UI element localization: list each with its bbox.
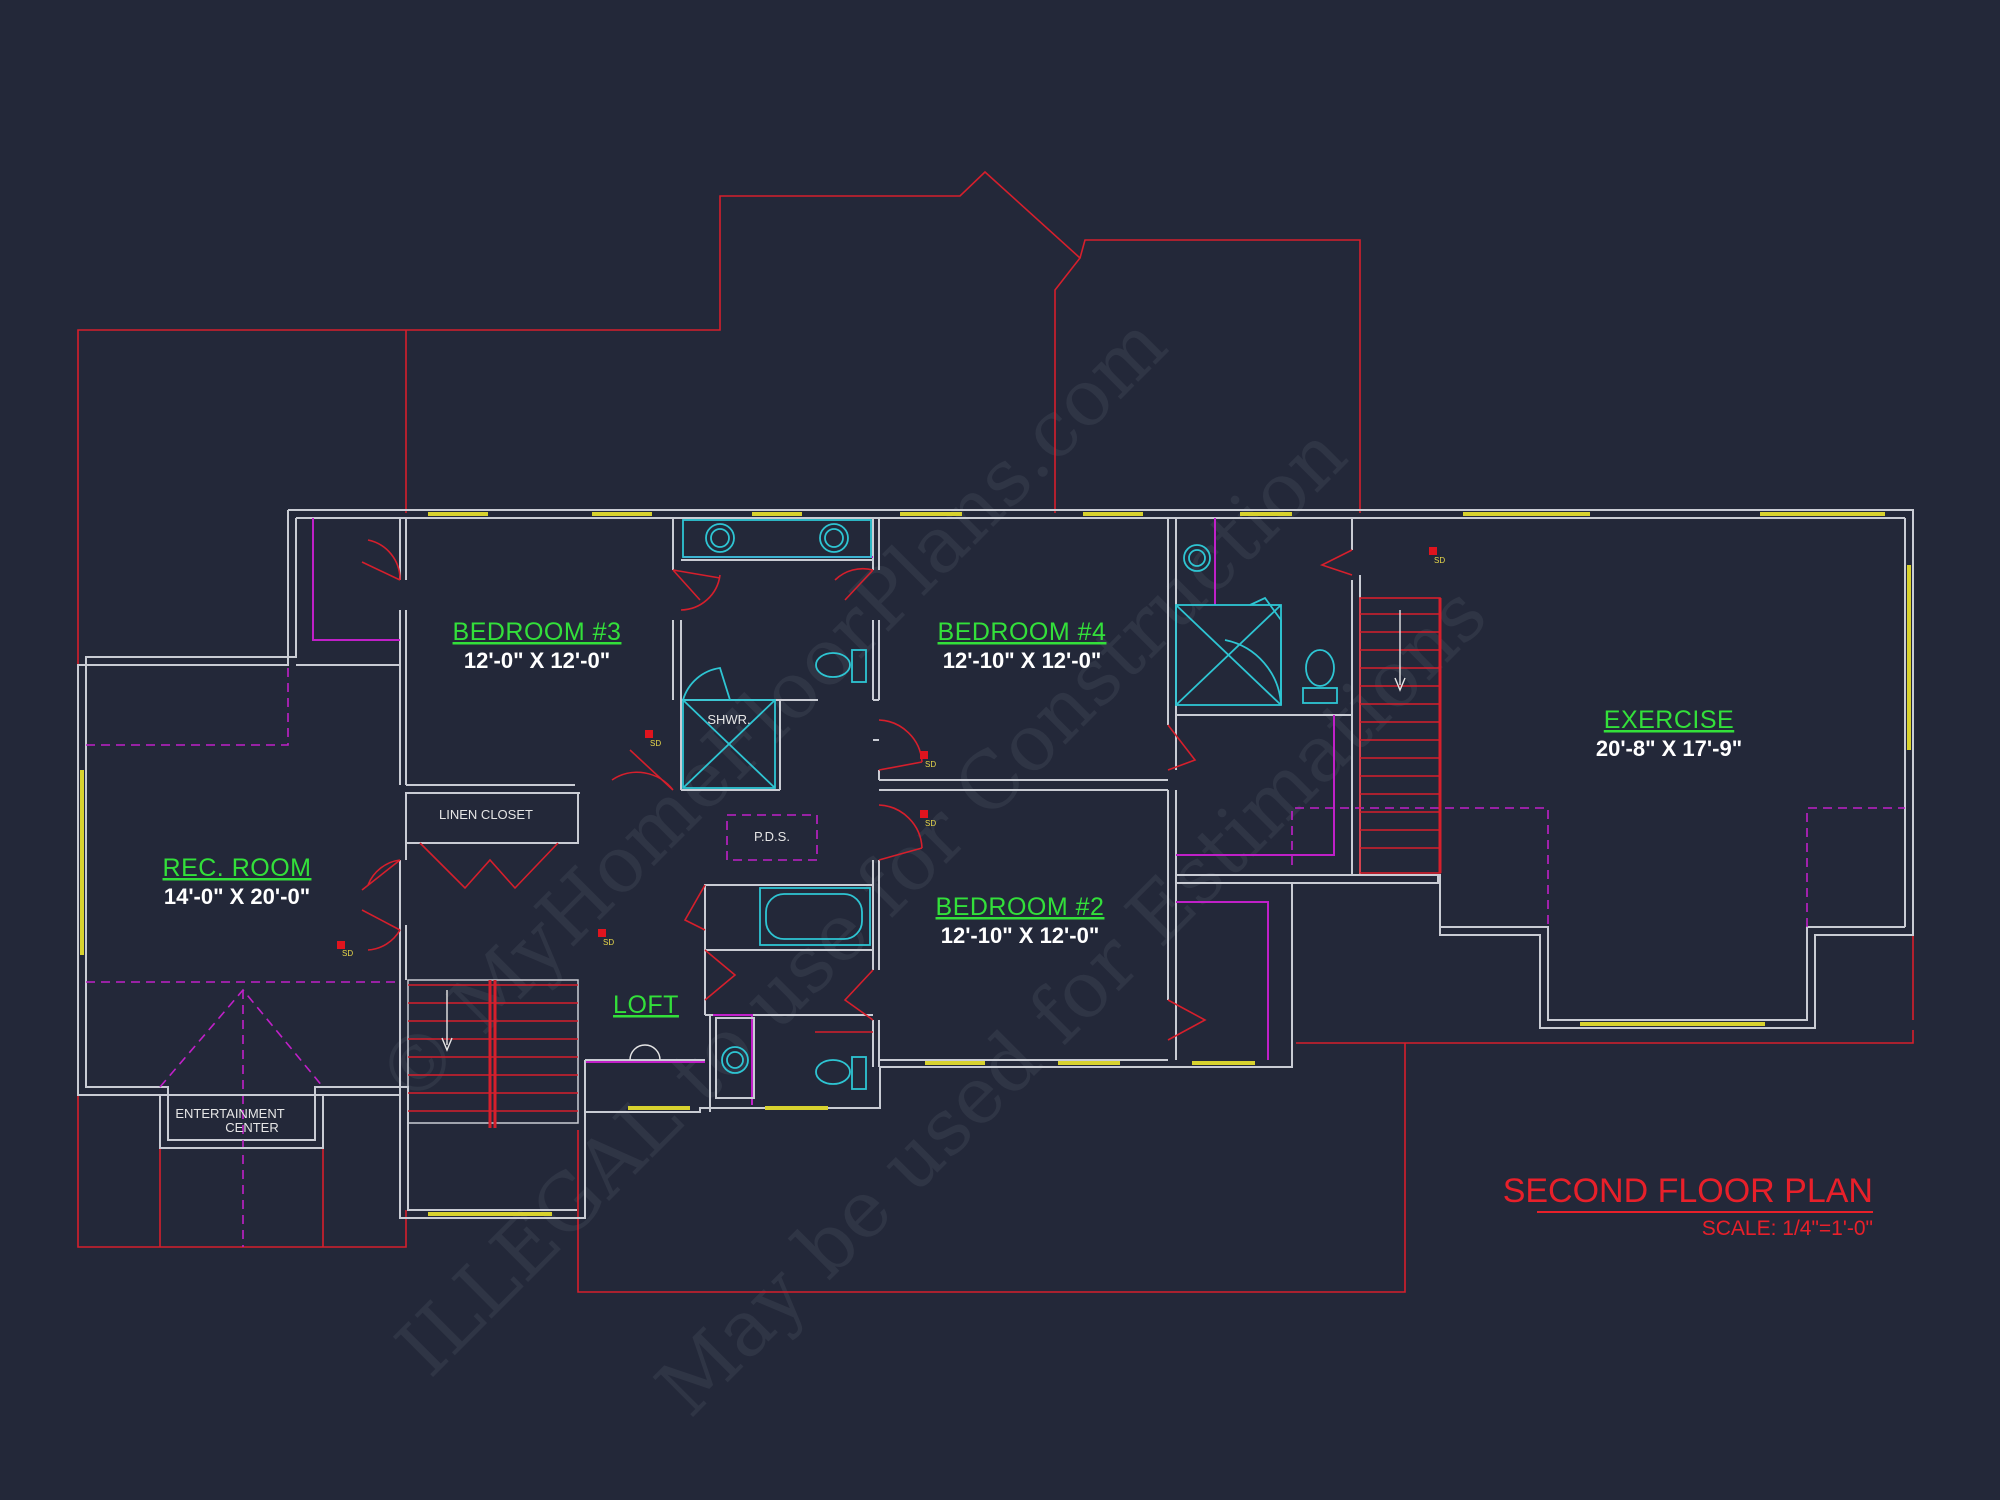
bedroom-4-name: BEDROOM #4	[938, 618, 1107, 646]
exercise-dims: 20'-8" X 17'-9"	[1596, 736, 1742, 761]
sd-label-1: SD	[650, 739, 661, 748]
hidden-lines	[86, 518, 1905, 1247]
sd-label-3: SD	[925, 819, 936, 828]
bedroom-2-name: BEDROOM #2	[936, 893, 1105, 921]
toilet-icon	[815, 649, 867, 683]
loft-name: LOFT	[613, 991, 679, 1019]
roof-outline	[77, 170, 1914, 1293]
sd-label-2: SD	[925, 760, 936, 769]
stairs-lower	[407, 979, 579, 1128]
sd-label-5: SD	[342, 949, 353, 958]
bedroom-3-dims: 12'-0" X 12'-0"	[464, 648, 610, 673]
plan-title-block: SECOND FLOOR PLAN SCALE: 1/4"=1'-0"	[1503, 1172, 1873, 1240]
entertainment-label-1: ENTERTAINMENT	[175, 1106, 284, 1121]
exercise-name: EXERCISE	[1604, 706, 1734, 734]
rec-room-dims: 14'-0" X 20'-0"	[164, 884, 310, 909]
bedroom-3-name: BEDROOM #3	[453, 618, 622, 646]
sd-label-6: SD	[1434, 556, 1445, 565]
sink-icon	[715, 1017, 755, 1099]
windows	[80, 512, 1911, 1216]
bedroom-4-dims: 12'-10" X 12'-0"	[943, 648, 1102, 673]
bedroom-2-dims: 12'-10" X 12'-0"	[941, 923, 1100, 948]
shower-label: SHWR.	[707, 712, 750, 727]
watermark: © MyHomeFloorPlans.com ILLEGAL to use fo…	[360, 299, 1504, 1433]
linen-closet-label: LINEN CLOSET	[439, 807, 533, 822]
rec-room-name: REC. ROOM	[163, 854, 312, 882]
entertainment-center-box	[159, 1094, 324, 1149]
toilet-icon-2	[815, 1056, 867, 1090]
stairs-exercise	[1359, 597, 1442, 874]
entertainment-label-2: CENTER	[225, 1120, 278, 1135]
pds-label: P.D.S.	[754, 829, 790, 844]
plan-scale: SCALE: 1/4"=1'-0"	[1702, 1217, 1873, 1240]
plan-title: SECOND FLOOR PLAN	[1503, 1172, 1873, 1210]
doors	[361, 539, 1353, 1041]
sd-label-4: SD	[603, 938, 614, 947]
toilet-icon-3	[1302, 649, 1338, 704]
smoke-detectors: SD SD SD SD SD SD	[337, 547, 1445, 958]
fixtures	[629, 519, 1338, 1099]
room-labels: BEDROOM #3 12'-0" X 12'-0" BEDROOM #4 12…	[163, 618, 1743, 1135]
